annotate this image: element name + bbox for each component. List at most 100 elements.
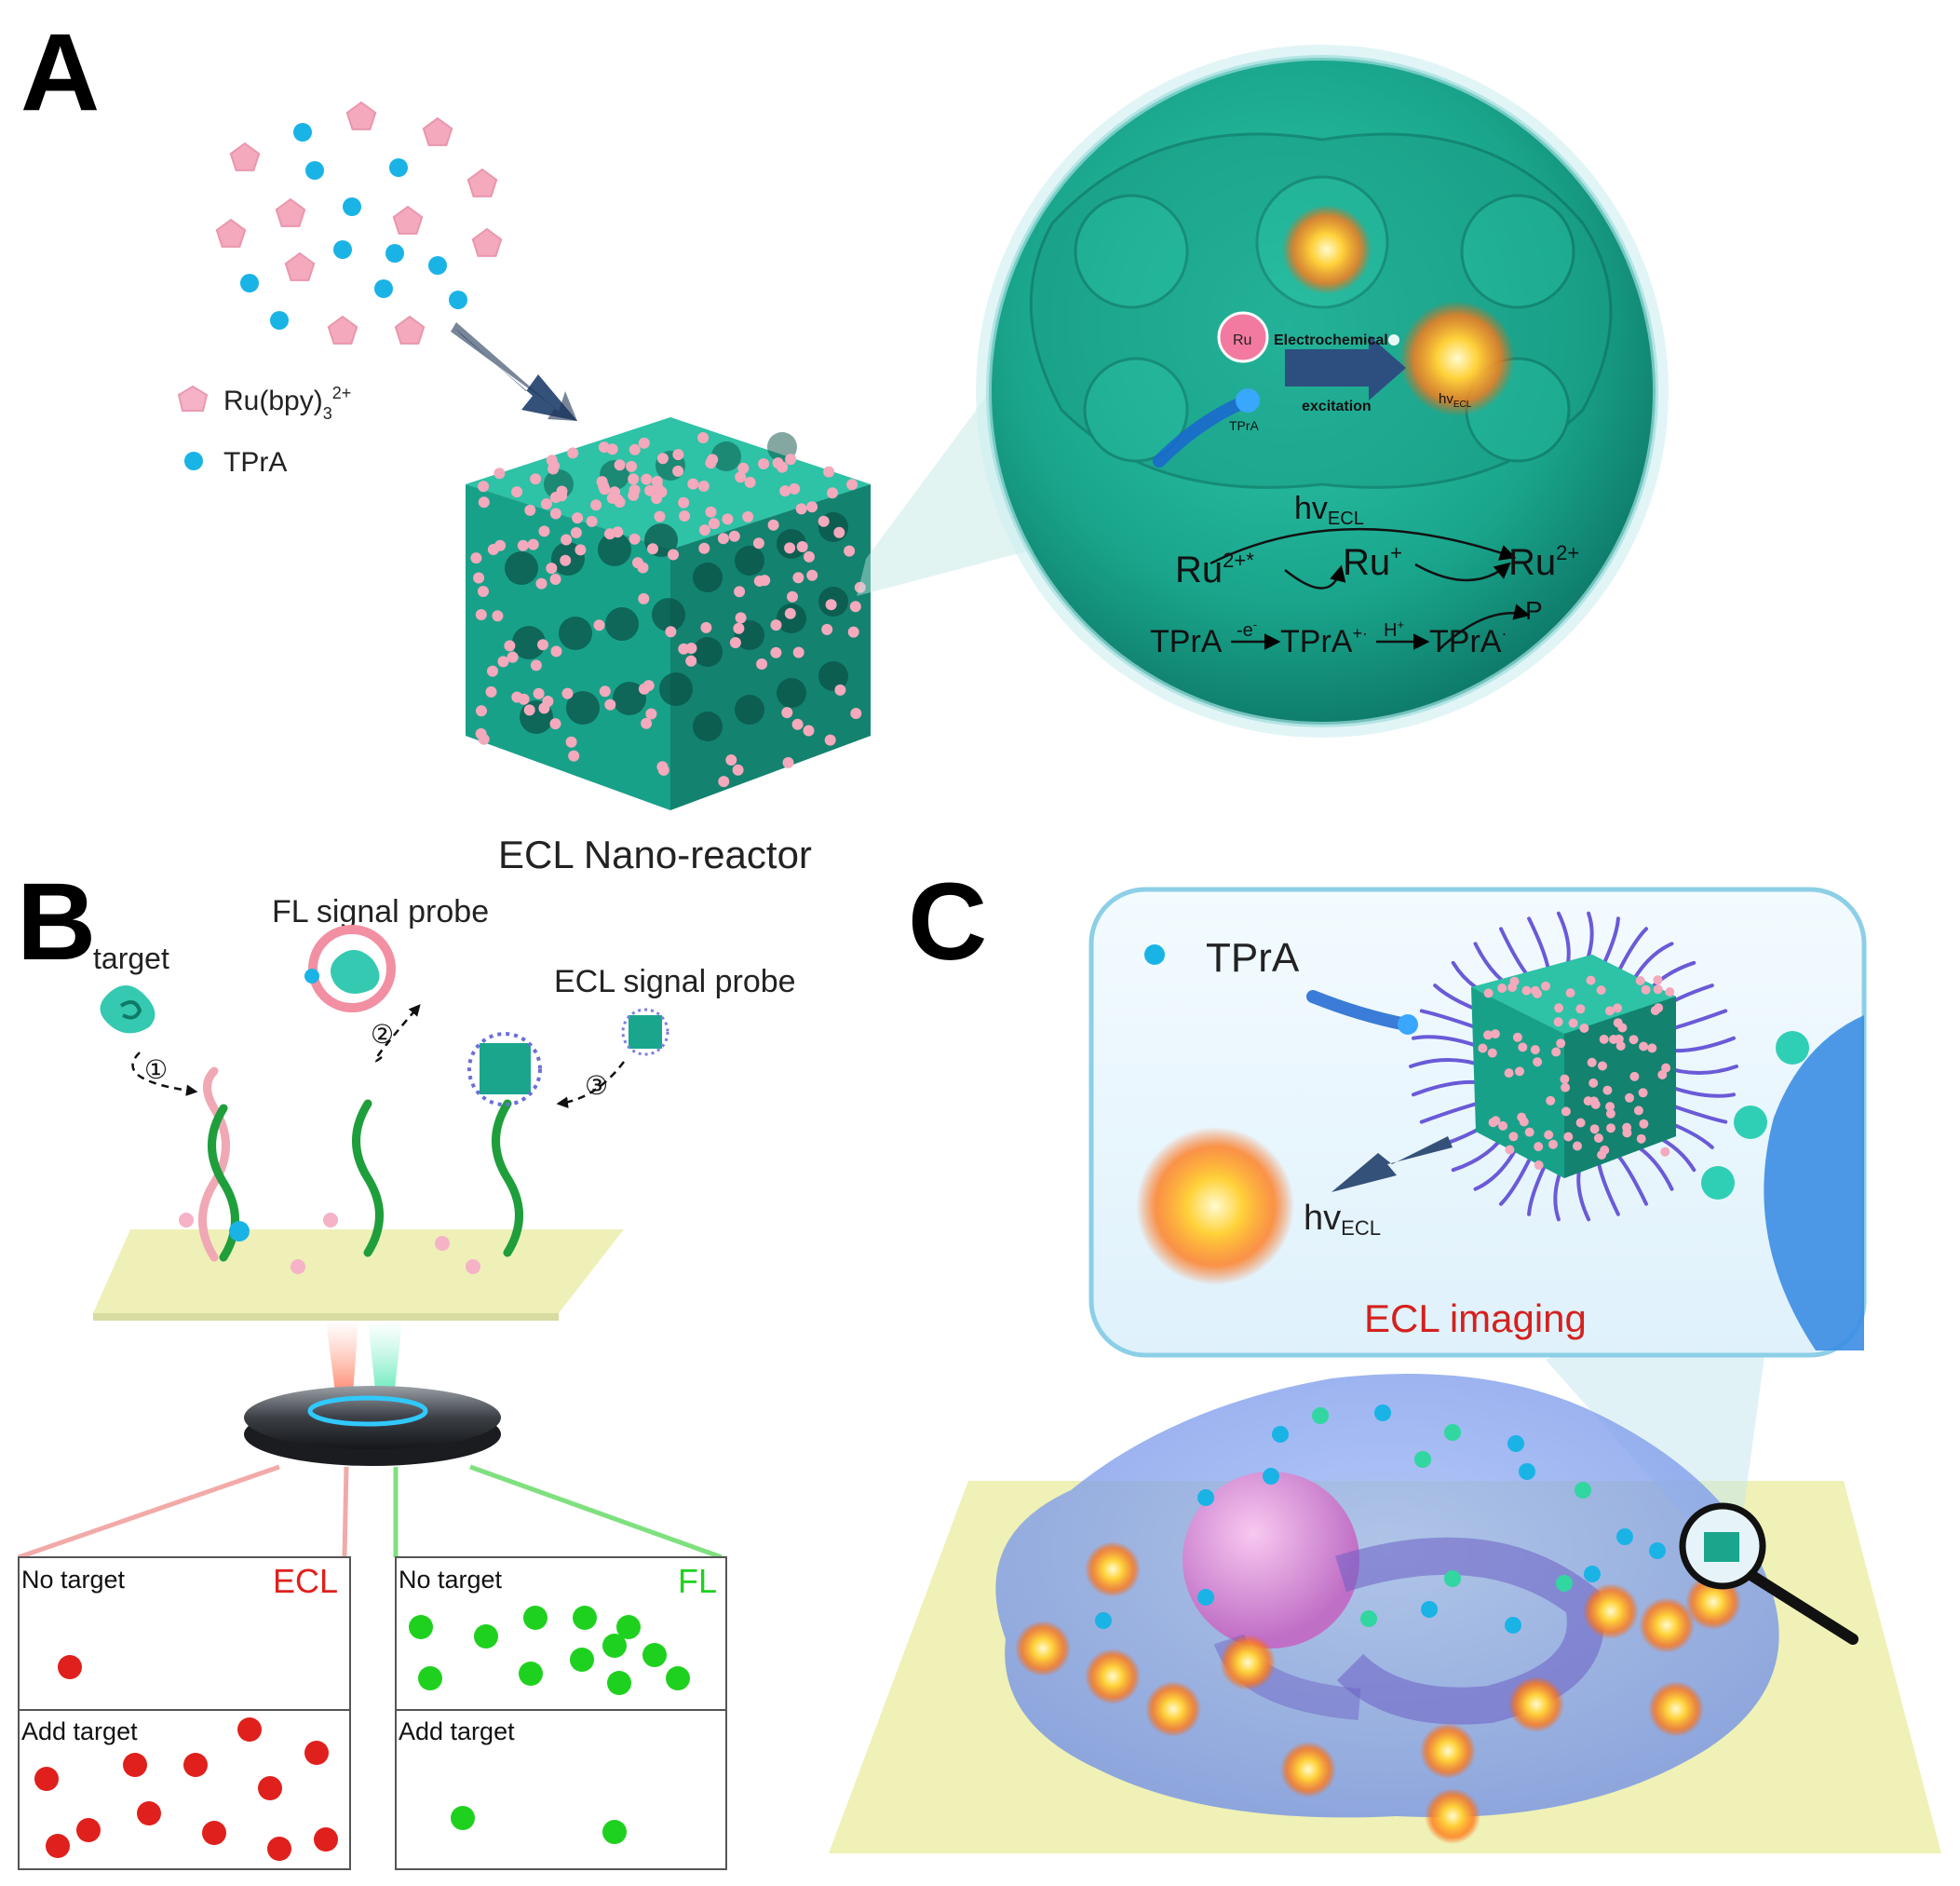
ecl-spot bbox=[267, 1837, 291, 1861]
tpra-comet bbox=[1153, 388, 1260, 468]
cube-ru-dot bbox=[725, 754, 737, 766]
magnifier-icon bbox=[1679, 1502, 1859, 1645]
particle-ru-dot bbox=[1602, 1085, 1613, 1095]
particle-ru-dot bbox=[1504, 1068, 1514, 1079]
particle-ru-dot bbox=[1622, 1128, 1632, 1138]
particle-ru-dot bbox=[1554, 1003, 1564, 1013]
fl-no-target-text: No target bbox=[399, 1566, 503, 1594]
cube-ru-dot bbox=[654, 510, 666, 522]
cube-ru-dot bbox=[792, 572, 804, 584]
cube-ru-dot bbox=[493, 468, 506, 480]
particle-ru-dot bbox=[1650, 1006, 1660, 1015]
ru-pentagon bbox=[466, 168, 498, 197]
particle-ru-dot bbox=[1568, 1018, 1578, 1028]
fl-result-box: No target FL Add target bbox=[395, 1556, 727, 1870]
cube-ru-dot bbox=[803, 725, 815, 737]
step-3-arrow bbox=[556, 1061, 625, 1108]
cube-ru-dot bbox=[561, 534, 573, 546]
particle-ru-dot bbox=[1575, 1004, 1586, 1014]
ru-pentagon bbox=[471, 227, 503, 257]
particle-ru-dot bbox=[1613, 1003, 1623, 1013]
reaction-scheme: hvECL Ru2+* Ru+ Ru2+ P TPrA -e- bbox=[1150, 491, 1579, 659]
svg-text:TPrA·: TPrA· bbox=[1429, 624, 1507, 659]
cube-ru-dot bbox=[795, 503, 807, 515]
tpra-dot bbox=[240, 274, 259, 292]
particle-ru-dot bbox=[1593, 1133, 1603, 1143]
ru-plus-text: Ru bbox=[1343, 542, 1390, 583]
particle-ru-dot bbox=[1546, 1095, 1556, 1106]
ecl-box-title: ECL bbox=[273, 1562, 338, 1600]
cube-ru-dot bbox=[854, 581, 866, 593]
cube-pore bbox=[693, 637, 723, 667]
tpra-dot bbox=[305, 161, 324, 180]
excitation-arrow bbox=[1285, 335, 1406, 400]
ecl-spot bbox=[314, 1827, 338, 1852]
svg-text:-e-: -e- bbox=[1237, 617, 1257, 641]
cell-ecl-glow bbox=[1420, 1723, 1476, 1779]
cube-ru-dot bbox=[560, 554, 572, 566]
electrode-pad bbox=[93, 1229, 624, 1313]
particle-ru-dot bbox=[1521, 985, 1532, 996]
ecl-spot bbox=[46, 1834, 70, 1858]
panel-a: A Ru(bpy)32+ TPrA EC bbox=[20, 11, 1669, 876]
panel-a-letter: A bbox=[20, 11, 100, 134]
cell-ecl-glow bbox=[1085, 1541, 1141, 1597]
ecl-spot bbox=[123, 1753, 147, 1777]
cube-ru-dot bbox=[733, 622, 745, 634]
cube-ru-dot bbox=[604, 528, 615, 540]
cube-ru-dot bbox=[478, 496, 490, 509]
particle-ru-dot bbox=[1553, 1017, 1563, 1027]
cube-ru-dot bbox=[628, 489, 640, 501]
particle-ru-dot bbox=[1605, 1102, 1615, 1112]
cube-ru-dot bbox=[752, 537, 764, 550]
svg-text:Ru: Ru bbox=[1233, 332, 1251, 348]
cube-ru-dot bbox=[717, 533, 729, 545]
ecl-spots bbox=[34, 1655, 338, 1861]
ecl-add-target-text: Add target bbox=[21, 1717, 138, 1745]
step-1-text: ① bbox=[144, 1055, 168, 1084]
nanoreactor-label: ECL Nano-reactor bbox=[498, 833, 812, 876]
particle-ru-dot bbox=[1534, 1142, 1544, 1152]
particle-ru-dot bbox=[1629, 1035, 1639, 1045]
ecl-glow-top bbox=[1282, 205, 1372, 294]
cube-ru-dot bbox=[651, 476, 663, 487]
cube-ru-dot bbox=[485, 685, 497, 698]
particle-ru-dot bbox=[1505, 1145, 1515, 1155]
cube-ru-dot bbox=[606, 492, 618, 504]
particle-ru-dot bbox=[1515, 1066, 1524, 1077]
particle-ru-dot bbox=[1483, 1030, 1493, 1040]
ru-pentagon bbox=[275, 197, 306, 227]
cube-ru-dot bbox=[530, 473, 542, 485]
cube-ru-dot bbox=[821, 623, 833, 635]
particle-ru-dot bbox=[1613, 1018, 1623, 1028]
cube-ru-dot bbox=[475, 727, 487, 739]
cube-ru-dot bbox=[497, 656, 509, 668]
hv-main-text: hv bbox=[1294, 491, 1328, 526]
cage-structure bbox=[1029, 132, 1613, 489]
inset-hv-text: hv bbox=[1304, 1199, 1341, 1238]
cube-ru-dot bbox=[478, 481, 490, 493]
fl-spot bbox=[602, 1634, 627, 1658]
ecl-spot bbox=[58, 1655, 82, 1679]
cube-ru-dot bbox=[476, 705, 487, 717]
cube-ru-dot bbox=[784, 607, 796, 619]
particle-ru-dot bbox=[1518, 1042, 1528, 1052]
loading-arrow bbox=[451, 322, 577, 421]
ru-tpra-cloud bbox=[215, 101, 503, 345]
ecl-emission-glow bbox=[1136, 1127, 1294, 1285]
cube-pore bbox=[693, 712, 723, 741]
particle-ru-dot bbox=[1639, 1041, 1649, 1052]
particle-ru-dot bbox=[1483, 988, 1494, 998]
ru-pentagon bbox=[215, 218, 247, 248]
cube-ru-dot bbox=[679, 510, 691, 522]
cube-ru-dot bbox=[833, 526, 845, 538]
cube-ru-dot bbox=[846, 479, 858, 491]
cell-ecl-glow bbox=[1085, 1649, 1141, 1704]
cell-tpra-dot bbox=[1272, 1426, 1289, 1443]
cube-ru-dot bbox=[728, 530, 740, 542]
fl-probe-label: FL signal probe bbox=[272, 894, 489, 929]
tpra-legend-icon bbox=[184, 452, 203, 470]
particle-ru-dot bbox=[1565, 988, 1575, 998]
tpra-dot bbox=[343, 197, 361, 216]
panel-c: C TPrA bbox=[829, 861, 1941, 1853]
